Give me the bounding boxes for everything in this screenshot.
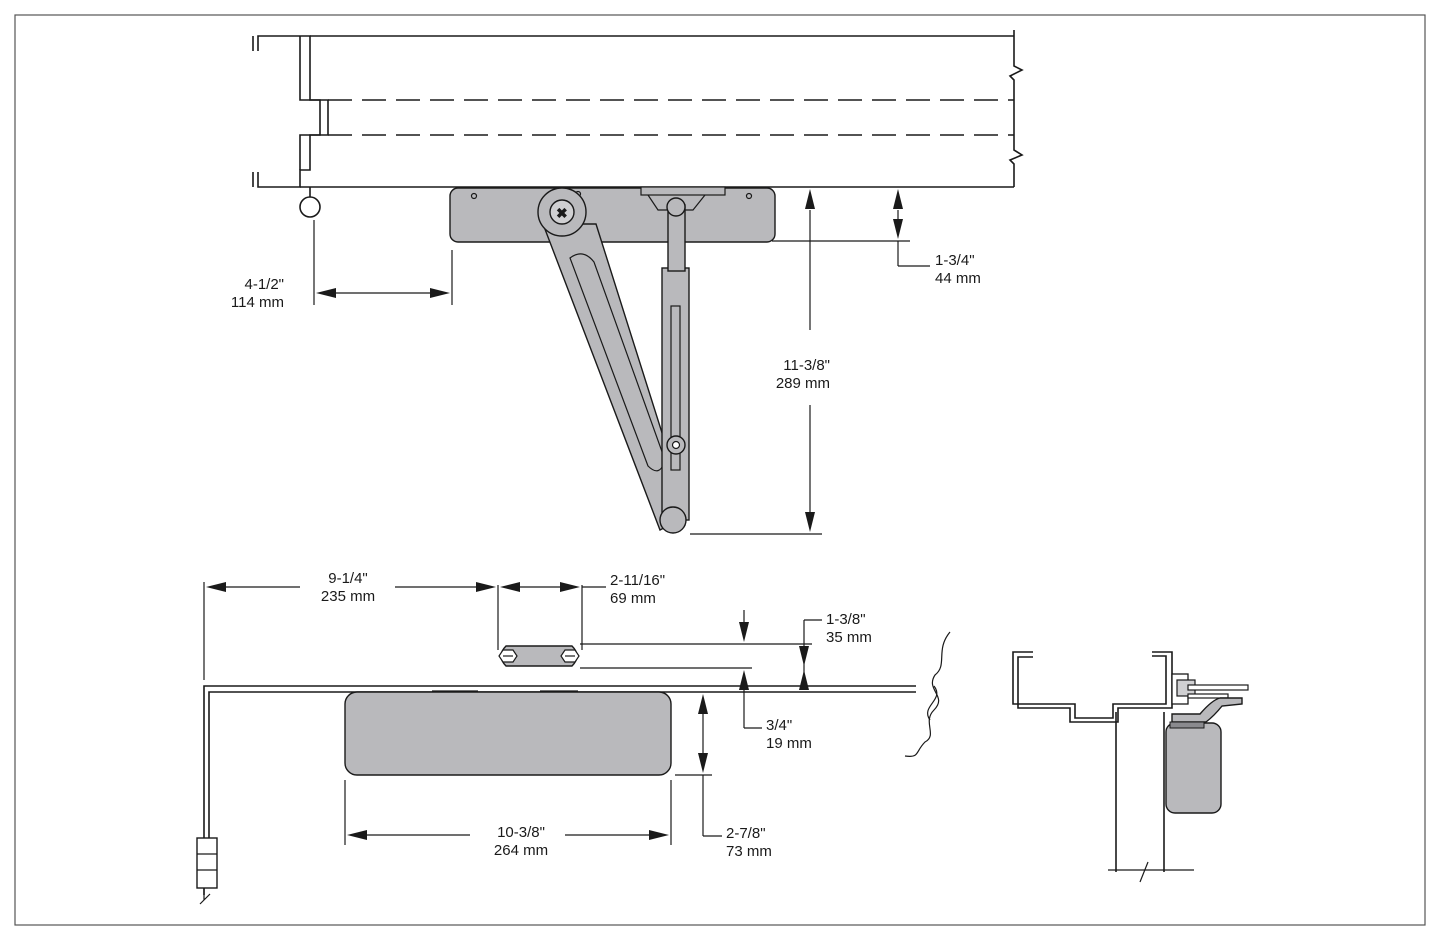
top-view: ✖ 4-1/2" 114 mm 1-3/4" 44 mm bbox=[231, 30, 1024, 535]
drawing-border bbox=[14, 14, 1426, 926]
dim-shoe-offset-metric: 19 mm bbox=[766, 735, 812, 752]
dim-body-height-imperial: 2-7/8" bbox=[726, 825, 766, 842]
dim-body-depth-top-imperial: 1-3/4" bbox=[935, 252, 975, 269]
frame-jamb-inner bbox=[208, 691, 916, 840]
dim-frame-offset-imperial: 4-1/2" bbox=[244, 276, 284, 293]
shoe-pivot bbox=[666, 197, 686, 217]
dim-arm-projection: 11-3/8" 289 mm bbox=[690, 189, 830, 535]
dim-shoe-length: 2-11/16" 69 mm bbox=[500, 572, 665, 650]
dim-shoe-offset: 3/4" 19 mm bbox=[739, 670, 812, 752]
dim-frame-offset-metric: 114 mm bbox=[231, 294, 284, 311]
closer-body-side bbox=[1165, 722, 1222, 814]
hinge-knuckle bbox=[299, 196, 321, 218]
closer-body-top bbox=[449, 187, 776, 243]
arm-shoe-top bbox=[640, 186, 726, 196]
elbow-joint bbox=[659, 506, 687, 534]
dim-body-height-metric: 73 mm bbox=[726, 843, 772, 860]
bracket-arm-upper bbox=[1187, 684, 1249, 691]
dim-shoe-length-metric: 69 mm bbox=[610, 590, 656, 607]
adjust-screw-inner bbox=[671, 440, 681, 450]
dim-hinge-to-shoe: 9-1/4" 235 mm bbox=[203, 570, 499, 680]
hinge-barrel bbox=[196, 837, 218, 889]
dim-body-length-imperial: 10-3/8" bbox=[497, 824, 545, 841]
dim-shoe-height: 1-3/8" 35 mm bbox=[580, 610, 872, 690]
pinion-screw bbox=[549, 199, 575, 225]
dim-hinge-to-shoe-imperial: 9-1/4" bbox=[328, 570, 368, 587]
frame-inner-edge bbox=[252, 36, 321, 187]
dim-arm-projection-imperial: 11-3/8" bbox=[783, 357, 830, 374]
door-section-break bbox=[1139, 861, 1149, 883]
dim-body-length-metric: 264 mm bbox=[494, 842, 548, 859]
frame-profile-section-inner bbox=[1012, 651, 1167, 719]
dim-body-height: 2-7/8" 73 mm bbox=[675, 694, 772, 860]
elevation-break-line bbox=[904, 631, 951, 757]
mount-screw-1 bbox=[470, 192, 478, 200]
dim-body-depth-top-metric: 44 mm bbox=[935, 270, 981, 287]
pinion-screw-mark: ✖ bbox=[556, 205, 568, 221]
closer-mount-plate bbox=[1169, 721, 1205, 729]
closer-body-front bbox=[344, 691, 672, 776]
side-section bbox=[1012, 651, 1249, 883]
door-frame-profile bbox=[257, 35, 329, 188]
dim-body-depth-top: 1-3/4" 44 mm bbox=[772, 189, 981, 287]
dim-shoe-offset-imperial: 3/4" bbox=[766, 717, 792, 734]
dim-shoe-height-metric: 35 mm bbox=[826, 629, 872, 646]
frame-profile-section bbox=[1017, 651, 1173, 723]
hinge-break bbox=[199, 888, 211, 905]
elevation-break-line-2 bbox=[927, 685, 938, 721]
door-break-line bbox=[1008, 30, 1024, 187]
dim-hinge-to-shoe-metric: 235 mm bbox=[321, 588, 375, 605]
frame-jamb bbox=[203, 685, 916, 895]
front-elevation: 9-1/4" 235 mm 2-11/16" 69 mm 1-3/8" 35 m… bbox=[196, 570, 951, 905]
arm-side bbox=[1171, 697, 1243, 723]
mount-screw-3 bbox=[745, 192, 753, 200]
dim-body-length: 10-3/8" 264 mm bbox=[344, 780, 672, 859]
forearm-slot bbox=[670, 305, 681, 471]
dim-frame-offset: 4-1/2" 114 mm bbox=[231, 220, 453, 311]
dim-shoe-height-imperial: 1-3/8" bbox=[826, 611, 866, 628]
forearm bbox=[661, 267, 690, 521]
bracket-arm-lower bbox=[1187, 693, 1229, 699]
dim-arm-projection-metric: 289 mm bbox=[776, 375, 830, 392]
dim-shoe-length-imperial: 2-11/16" bbox=[610, 572, 665, 589]
